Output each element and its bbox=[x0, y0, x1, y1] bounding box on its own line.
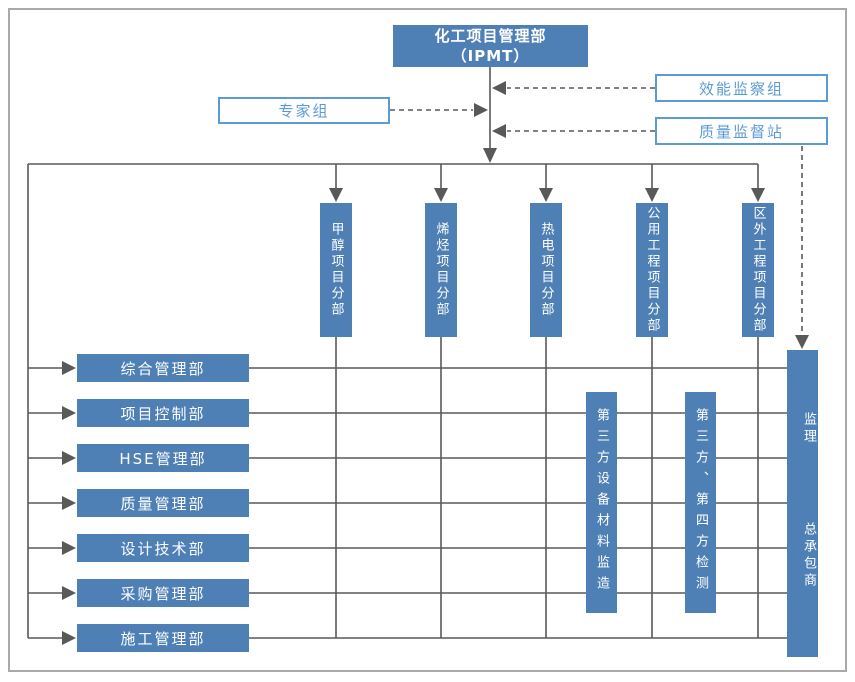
dept-node-design-technology: 设计技术部 bbox=[77, 534, 249, 562]
dept-label: 综合管理部 bbox=[120, 359, 206, 378]
dept-label: 施工管理部 bbox=[120, 629, 206, 648]
dept-node-procurement-management: 采购管理部 bbox=[77, 579, 249, 607]
division-node-olefin: 烯烃项目分部 bbox=[425, 203, 457, 337]
division-label: 区外工程项目分部 bbox=[750, 206, 766, 334]
dept-node-quality-management: 质量管理部 bbox=[77, 489, 249, 517]
division-label: 烯烃项目分部 bbox=[433, 222, 449, 318]
ipmt-title-line1: 化工项目管理部 bbox=[434, 27, 547, 45]
quality-supervision-station-node: 质量监督站 bbox=[655, 117, 828, 145]
dept-node-general-management: 综合管理部 bbox=[77, 354, 249, 382]
dept-label: HSE管理部 bbox=[119, 449, 207, 468]
arrowheads bbox=[62, 81, 809, 645]
supervision-label: 监理 bbox=[801, 412, 816, 446]
dept-label: 质量管理部 bbox=[120, 494, 206, 513]
supervision-contractor-node: 监理 总承包商 bbox=[787, 350, 818, 657]
chart-border-frame bbox=[8, 8, 847, 672]
oversight-label: 第三方、第四方检测 bbox=[693, 408, 708, 597]
ipmt-title-line2: （IPMT） bbox=[451, 47, 530, 65]
third-party-equipment-material-supervision-node: 第三方设备材料监造 bbox=[586, 392, 617, 613]
division-label: 公用工程项目分部 bbox=[644, 206, 660, 334]
efficiency-supervision-node: 效能监察组 bbox=[655, 74, 828, 102]
efficiency-supervision-label: 效能监察组 bbox=[698, 79, 784, 98]
third-fourth-party-inspection-node: 第三方、第四方检测 bbox=[685, 392, 716, 613]
dept-label: 采购管理部 bbox=[120, 584, 206, 603]
dept-label: 设计技术部 bbox=[120, 539, 206, 558]
dept-node-construction-management: 施工管理部 bbox=[77, 624, 249, 652]
division-node-thermal-power: 热电项目分部 bbox=[530, 203, 562, 337]
dashed-advisory-lines bbox=[390, 87, 803, 334]
division-node-utility-works: 公用工程项目分部 bbox=[636, 203, 668, 337]
division-node-outside-area-works: 区外工程项目分部 bbox=[742, 203, 774, 337]
expert-group-label: 专家组 bbox=[278, 102, 330, 120]
dept-label: 项目控制部 bbox=[120, 404, 206, 423]
quality-supervision-station-label: 质量监督站 bbox=[698, 122, 784, 141]
dept-node-project-control: 项目控制部 bbox=[77, 399, 249, 427]
division-label: 热电项目分部 bbox=[538, 222, 554, 318]
oversight-label: 第三方设备材料监造 bbox=[594, 408, 609, 597]
ipmt-title-node: 化工项目管理部 （IPMT） bbox=[393, 25, 588, 67]
division-label: 甲醇项目分部 bbox=[328, 222, 344, 318]
division-node-methanol: 甲醇项目分部 bbox=[320, 203, 352, 337]
general-contractor-label: 总承包商 bbox=[801, 522, 816, 590]
expert-group-node: 专家组 bbox=[218, 97, 390, 124]
dept-node-hse-management: HSE管理部 bbox=[77, 444, 249, 472]
